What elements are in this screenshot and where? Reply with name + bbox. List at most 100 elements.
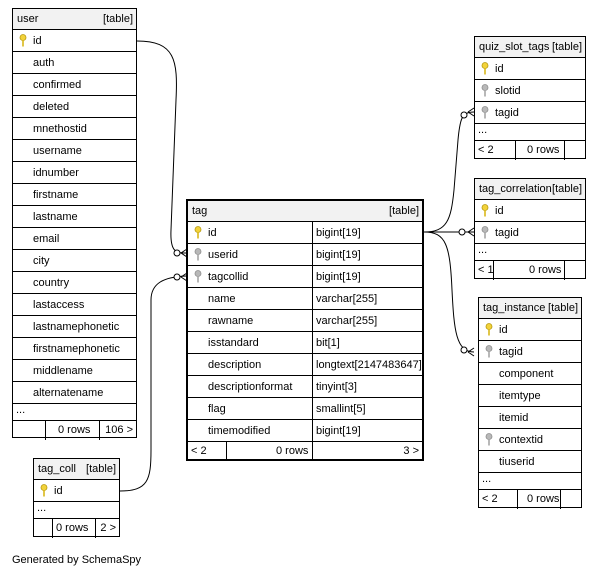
column-row: itemtype: [479, 385, 581, 407]
column-name: name: [208, 293, 236, 305]
more-columns: ...: [475, 124, 585, 141]
column-row: country: [13, 272, 136, 294]
column-row: firstname: [13, 184, 136, 206]
ellipsis: ...: [478, 124, 488, 136]
column-name: description: [208, 359, 262, 371]
column-row: lastnamephonetic: [13, 316, 136, 338]
more-columns: ...: [475, 244, 585, 261]
table-tag[interactable]: tag [table] id bigint[19] userid bigint[…: [186, 199, 424, 461]
column-name: firstname: [33, 189, 79, 201]
column-name: timemodified: [208, 425, 271, 437]
column-row: firstnamephonetic: [13, 338, 136, 360]
column-name: username: [33, 145, 82, 157]
column-name: lastname: [33, 211, 78, 223]
column-type: tinyint[3]: [316, 381, 357, 393]
table-name: tag_instance: [483, 302, 546, 314]
column-name: firstnamephonetic: [33, 343, 120, 355]
column-name: tagid: [499, 346, 523, 358]
column-type: bigint[19]: [316, 425, 361, 437]
table-quiz-slot-tags[interactable]: quiz_slot_tags [table] id slotid tagid .…: [474, 36, 586, 160]
column-row: slotid: [475, 80, 585, 102]
row-count: 0 rows: [276, 445, 309, 457]
column-row: tagid: [479, 341, 581, 363]
column-type: bigint[19]: [316, 249, 361, 261]
row-count: 0 rows: [527, 144, 560, 156]
table-name: quiz_slot_tags: [479, 41, 550, 53]
column-name: component: [499, 368, 554, 380]
column-row: userid bigint[19]: [188, 244, 422, 266]
table-type-label: [table]: [389, 205, 419, 217]
edge-tag-taginstance: [423, 231, 475, 353]
column-row: alternatename: [13, 382, 136, 404]
column-row: middlename: [13, 360, 136, 382]
edge-tag-taginstance-marker: [460, 346, 468, 354]
table-type-label: [table]: [103, 13, 133, 25]
column-row: name varchar[255]: [188, 288, 422, 310]
table-name: user: [17, 13, 39, 25]
edge-tag-quizslottags: [423, 111, 475, 233]
row-count: 0 rows: [56, 522, 89, 534]
column-name: lastaccess: [33, 299, 85, 311]
column-type: varchar[255]: [316, 315, 378, 327]
column-row: id: [475, 200, 585, 222]
table-type-label: [table]: [548, 302, 578, 314]
primary-key-icon: [19, 34, 27, 47]
column-row: tagid: [475, 222, 585, 244]
column-row: lastname: [13, 206, 136, 228]
column-name: auth: [33, 57, 55, 69]
children-count[interactable]: 3 >: [403, 445, 419, 457]
column-row: tiuserid: [479, 451, 581, 473]
ellipsis: ...: [482, 473, 492, 485]
column-name: id: [495, 63, 504, 75]
column-name: slotid: [495, 85, 521, 97]
parents-count[interactable]: < 2: [191, 445, 207, 457]
column-row: rawname varchar[255]: [188, 310, 422, 332]
column-row: deleted: [13, 96, 136, 118]
column-name: contextid: [499, 434, 544, 446]
table-footer: < 2 0 rows 3 >: [188, 442, 422, 461]
column-name: email: [33, 233, 60, 245]
edge-user-tag: [136, 40, 187, 254]
children-count[interactable]: 2 >: [100, 522, 116, 534]
ellipsis: ...: [478, 244, 488, 256]
parents-count[interactable]: < 2: [482, 493, 498, 505]
column-name: id: [495, 205, 504, 217]
column-name: itemtype: [499, 390, 541, 402]
more-columns: ...: [34, 502, 119, 519]
column-row: city: [13, 250, 136, 272]
table-header: quiz_slot_tags [table]: [475, 37, 585, 58]
table-user[interactable]: user [table] id auth confirmed deleted m…: [12, 8, 137, 440]
column-name: tiuserid: [499, 456, 535, 468]
column-name: isstandard: [208, 337, 259, 349]
table-tag-coll[interactable]: tag_coll [table] id ... 0 rows 2 >: [33, 458, 120, 538]
column-type: longtext[2147483647]: [316, 359, 422, 371]
table-name: tag_coll: [38, 463, 76, 475]
table-tag-instance[interactable]: tag_instance [table] id tagid component …: [478, 297, 582, 509]
column-row: component: [479, 363, 581, 385]
more-columns: ...: [479, 473, 581, 490]
table-header: tag_coll [table]: [34, 459, 119, 480]
table-header: tag_correlation [table]: [475, 179, 585, 200]
column-name: confirmed: [33, 79, 82, 91]
column-name: mnethostid: [33, 123, 87, 135]
column-row: tagcollid bigint[19]: [188, 266, 422, 288]
foreign-key-icon: [481, 226, 489, 239]
column-name: userid: [208, 249, 238, 261]
table-tag-correlation[interactable]: tag_correlation [table] id tagid ... < 1…: [474, 178, 586, 280]
column-name: deleted: [33, 101, 70, 113]
parents-count[interactable]: < 2: [478, 144, 494, 156]
table-header: user [table]: [13, 9, 136, 30]
parents-count[interactable]: < 1: [478, 264, 494, 276]
foreign-key-icon: [481, 106, 489, 119]
generated-by-footer: Generated by SchemaSpy: [12, 554, 142, 566]
column-name: lastnamephonetic: [33, 321, 120, 333]
column-name: alternatename: [33, 387, 104, 399]
edge-tag-quizslottags-marker: [460, 111, 468, 119]
column-name: id: [54, 485, 63, 497]
column-name: country: [33, 277, 70, 289]
column-type: bit[1]: [316, 337, 340, 349]
table-footer: < 2 0 rows: [475, 141, 585, 160]
children-count[interactable]: 106 >: [105, 424, 133, 436]
foreign-key-icon: [481, 84, 489, 97]
table-type-label: [table]: [552, 41, 582, 53]
